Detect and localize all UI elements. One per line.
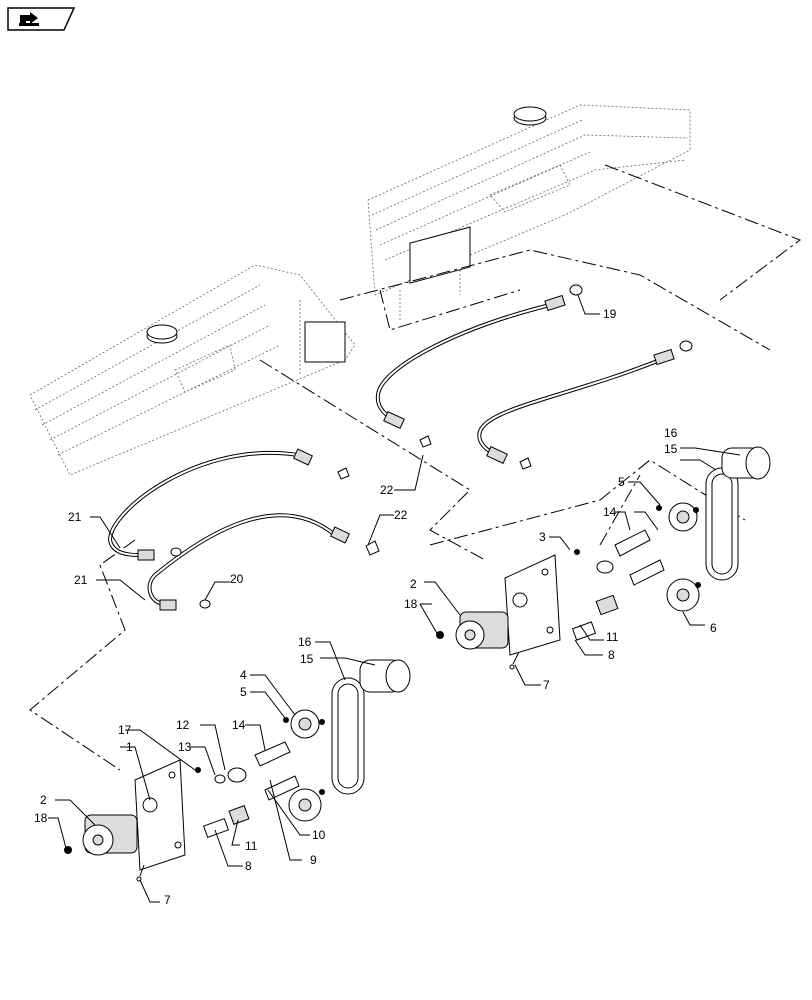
callout-5-left: 5 [240, 685, 247, 699]
callout-14-left: 14 [232, 718, 246, 732]
callout-4: 4 [240, 668, 247, 682]
frame-upper-right [367, 104, 691, 320]
hose-fittings [137, 284, 693, 611]
callout-14-right: 14 [603, 505, 617, 519]
callout-9: 9 [310, 853, 317, 867]
callout-2-right: 2 [410, 577, 417, 591]
callout-18-left: 18 [34, 811, 48, 825]
callout-8-left: 8 [245, 859, 252, 873]
callout-20: 20 [230, 572, 244, 586]
callout-22-upper: 22 [380, 483, 394, 497]
callout-2-left: 2 [40, 793, 47, 807]
callout-16-left: 16 [298, 635, 312, 649]
callout-17: 17 [118, 723, 132, 737]
callout-10: 10 [312, 828, 326, 842]
callout-7-left: 7 [164, 893, 171, 907]
hoses [107, 303, 662, 605]
callouts: 1 2 2 3 4 5 5 6 7 7 8 8 9 10 11 11 12 13… [34, 307, 717, 907]
callout-11-left: 11 [245, 839, 258, 853]
callout-18-right: 18 [404, 597, 418, 611]
forward-arrow-icon [7, 7, 76, 31]
leader-lines [48, 294, 741, 903]
callout-3: 3 [539, 530, 546, 544]
callout-5-right: 5 [618, 475, 625, 489]
nav-forward-button[interactable] [6, 6, 76, 32]
callout-7-right: 7 [543, 678, 550, 692]
callout-6: 6 [710, 621, 717, 635]
drive-assembly-right [436, 446, 771, 670]
drive-assembly-left [64, 659, 411, 882]
callout-1: 1 [126, 740, 133, 754]
callout-8-right: 8 [608, 648, 615, 662]
callout-21-lower: 21 [74, 573, 88, 587]
centerlines [29, 164, 802, 771]
frame-upper-left [29, 264, 356, 476]
callout-16-right: 16 [664, 426, 678, 440]
callout-13: 13 [178, 740, 192, 754]
callout-11-right: 11 [606, 630, 619, 644]
callout-15-right: 15 [664, 442, 678, 456]
callout-21-upper: 21 [68, 510, 82, 524]
callout-15-left: 15 [300, 652, 314, 666]
callout-22-lower: 22 [394, 508, 408, 522]
callout-12: 12 [176, 718, 190, 732]
callout-19: 19 [603, 307, 617, 321]
